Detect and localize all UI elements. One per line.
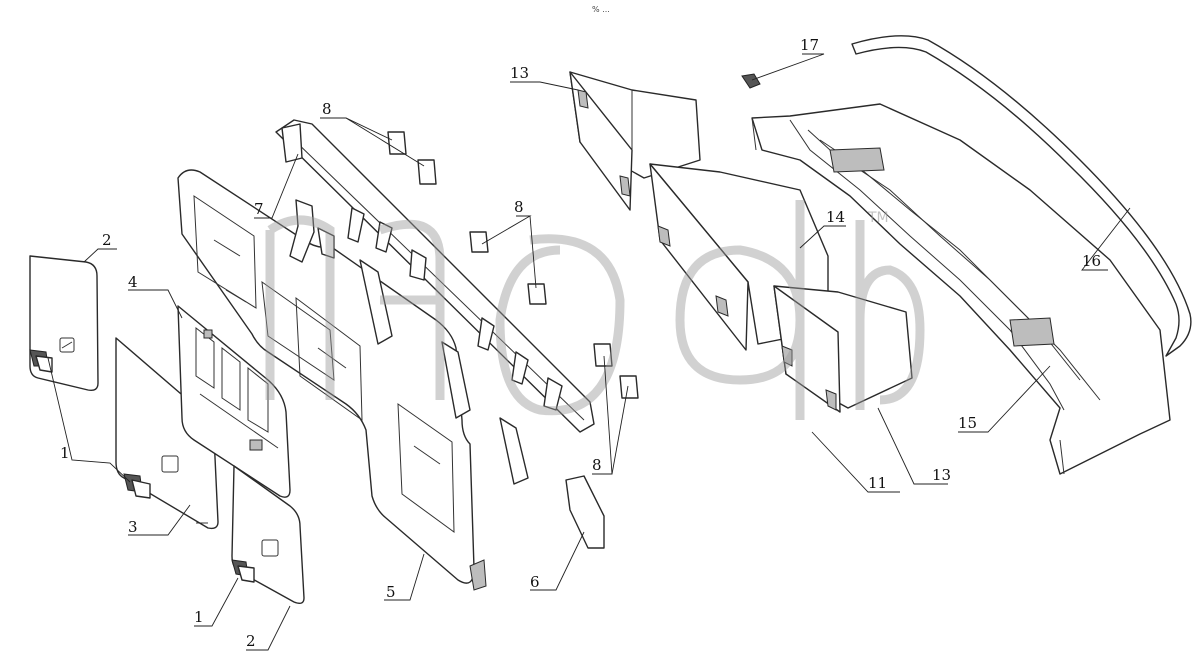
frame-part-4 bbox=[177, 305, 291, 498]
clip-part-8-set bbox=[387, 131, 639, 399]
callout-2-upper: 2 bbox=[102, 231, 112, 249]
trim-part-16 bbox=[851, 35, 1192, 357]
callout-13-upper: 13 bbox=[510, 64, 529, 82]
callout-14: 14 bbox=[826, 208, 845, 226]
callout-13-lower: 13 bbox=[932, 466, 951, 484]
cap-part-17 bbox=[741, 73, 761, 89]
watermark-trademark: TM bbox=[867, 210, 889, 226]
callout-17: 17 bbox=[800, 36, 819, 54]
latch-part-1-middle bbox=[123, 473, 151, 499]
callout-8-top: 8 bbox=[322, 100, 332, 118]
latch-part-1-lower bbox=[231, 559, 255, 583]
callout-7: 7 bbox=[254, 200, 264, 218]
bumper-part-15 bbox=[751, 103, 1171, 475]
callout-4: 4 bbox=[128, 273, 138, 291]
callout-5: 5 bbox=[386, 583, 396, 601]
bracket-part-7 bbox=[289, 199, 335, 263]
leader-lines bbox=[47, 53, 1131, 651]
callout-11: 11 bbox=[868, 474, 887, 492]
frame-part-5 bbox=[177, 169, 487, 591]
box-part-11 bbox=[773, 285, 913, 413]
callout-1-lower: 1 bbox=[194, 608, 204, 626]
callout-8-lower: 8 bbox=[592, 456, 602, 474]
header-text: % ... bbox=[592, 5, 610, 14]
callout-6: 6 bbox=[530, 573, 540, 591]
callout-8-middle: 8 bbox=[514, 198, 524, 216]
callout-1-upper: 1 bbox=[60, 444, 70, 462]
rail-part-6 bbox=[275, 119, 605, 549]
callout-labels: 2 1 3 4 1 2 5 6 7 8 8 8 11 13 13 14 15 1… bbox=[60, 36, 1101, 650]
latch-part-1-upper bbox=[29, 349, 53, 373]
callout-2-lower: 2 bbox=[246, 632, 256, 650]
callout-15: 15 bbox=[958, 414, 977, 432]
box-part-13-upper bbox=[569, 71, 701, 211]
callout-16: 16 bbox=[1082, 252, 1101, 270]
watermark: TM bbox=[265, 200, 925, 420]
callout-3: 3 bbox=[128, 518, 138, 536]
